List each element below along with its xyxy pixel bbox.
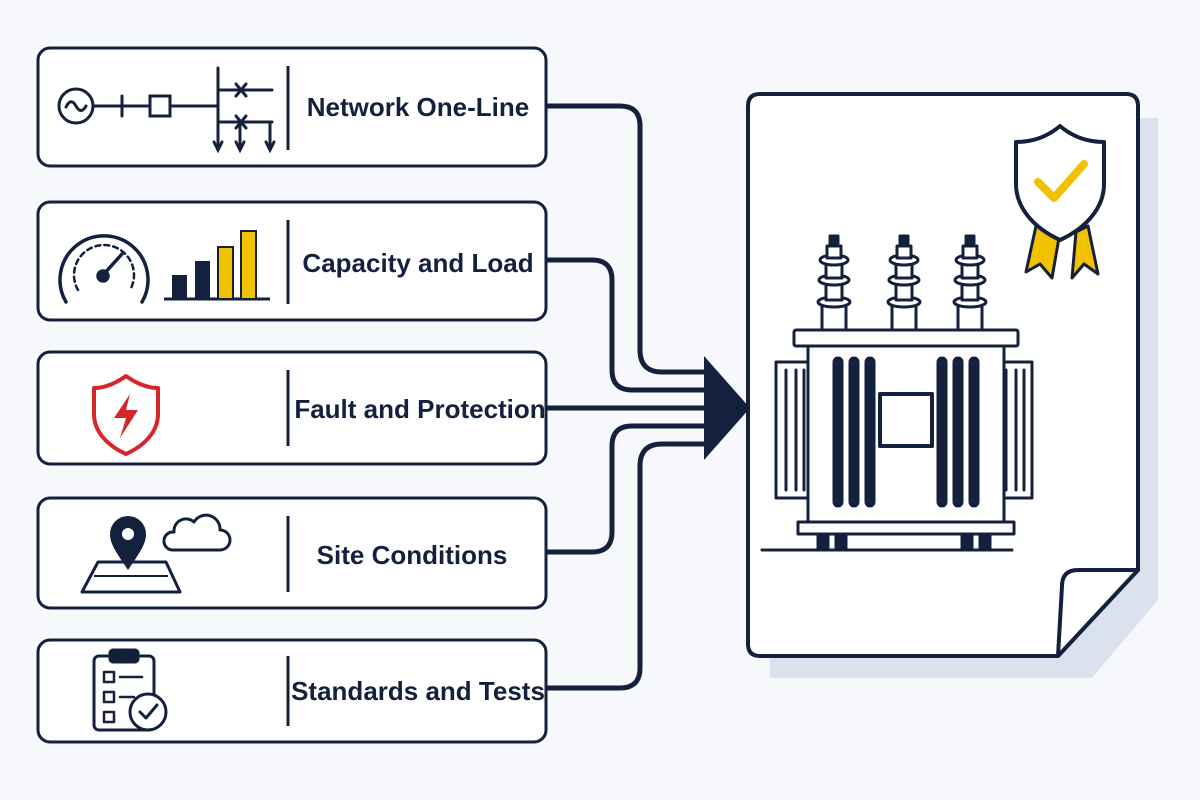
bushing-left — [816, 234, 852, 332]
input-label-network-one-line: Network One-Line — [307, 92, 529, 122]
map-pin-icon — [80, 516, 182, 594]
output-document — [746, 92, 1158, 678]
input-panel-standards-and-tests: Standards and Tests — [36, 638, 548, 744]
connector-line-1 — [543, 103, 715, 375]
connector-line-2 — [543, 257, 715, 393]
input-panel-site-conditions: Site Conditions — [36, 496, 548, 610]
merge-arrow-head — [704, 356, 750, 460]
bar-chart-icon — [164, 230, 270, 301]
certified-shield-badge-icon — [1014, 124, 1106, 280]
input-label-standards-and-tests: Standards and Tests — [291, 676, 545, 706]
connector-line-5 — [543, 441, 715, 691]
input-label-capacity-and-load: Capacity and Load — [302, 248, 533, 278]
input-panel-network-one-line: Network One-Line — [36, 46, 548, 168]
bushing-right — [952, 234, 988, 332]
transformer-icon — [760, 234, 1034, 552]
panel-frame — [36, 350, 548, 466]
input-panels: Network One-Line Capacity and Load — [36, 46, 548, 744]
document-folded-corner — [1056, 568, 1140, 658]
gauge-icon — [58, 234, 150, 304]
shield-lightning-icon — [92, 374, 160, 456]
one-line-diagram-icon — [57, 66, 276, 154]
connector-line-4 — [543, 423, 715, 555]
cloud-icon — [162, 513, 232, 552]
panel-frame — [36, 46, 548, 168]
input-panel-capacity-and-load: Capacity and Load — [36, 200, 548, 322]
connector-lines — [543, 103, 715, 691]
input-label-site-conditions: Site Conditions — [317, 540, 508, 570]
bushing-center — [886, 234, 922, 332]
input-label-fault-and-protection: Fault and Protection — [294, 394, 545, 424]
panel-frame — [36, 200, 548, 322]
clipboard-check-icon — [92, 648, 168, 732]
input-panel-fault-and-protection: Fault and Protection — [36, 350, 548, 466]
